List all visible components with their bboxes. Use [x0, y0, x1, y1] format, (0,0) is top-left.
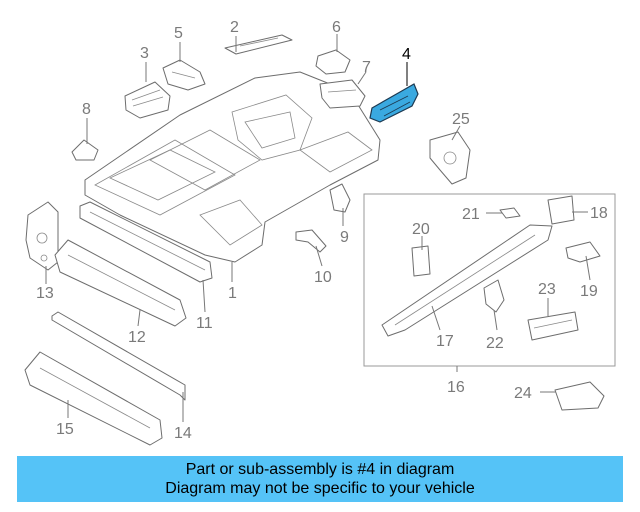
callout-10: 10: [314, 269, 332, 286]
part-17-sill: [381, 224, 553, 337]
callout-8: 8: [82, 101, 91, 118]
callout-7: 7: [362, 59, 371, 76]
part-7-bracket: [319, 79, 366, 109]
callout-22: 22: [486, 335, 504, 352]
part-3-panel: [124, 81, 171, 119]
callout-2: 2: [230, 19, 239, 36]
callout-23: 23: [538, 281, 556, 298]
part-18-bracket: [547, 195, 575, 225]
part-19-bracket: [565, 241, 601, 263]
callout-1: 1: [228, 285, 237, 302]
part-11-crossmember: [79, 201, 213, 283]
part-25-bracket: [429, 131, 471, 185]
callout-17: 17: [436, 333, 454, 350]
part-20-bracket: [411, 245, 431, 277]
banner-line-1: Part or sub-assembly is #4 in diagram: [185, 461, 455, 478]
callout-14: 14: [174, 425, 192, 442]
leader-lines: [45, 34, 591, 422]
part-23-bracket: [527, 311, 579, 341]
info-banner: Part or sub-assembly is #4 in diagram Di…: [17, 456, 623, 502]
group-16-box: [363, 193, 616, 367]
callout-19: 19: [580, 283, 598, 300]
callout-21: 21: [462, 206, 480, 223]
part-9-bracket: [329, 183, 351, 213]
callout-13: 13: [36, 285, 54, 302]
callouts: 1 2 3 4 5 6 7 8 9 10 11 12 13 14 15 16 1…: [36, 19, 608, 442]
part-21-clip: [499, 207, 521, 219]
part-12-sill: [54, 239, 187, 327]
part-10-bracket: [295, 229, 327, 253]
part-6-bracket: [315, 49, 351, 75]
part-15-member: [24, 351, 163, 446]
callout-6: 6: [332, 19, 341, 36]
callout-5: 5: [174, 25, 183, 42]
callout-11: 11: [196, 315, 213, 332]
part-5-panel: [162, 59, 206, 91]
callout-16: 16: [447, 379, 465, 396]
part-2-bracket: [224, 34, 293, 55]
callout-3: 3: [140, 45, 149, 62]
part-8-bracket: [71, 139, 99, 161]
part-24-bracket: [554, 381, 605, 411]
part-13-panel: [25, 201, 59, 271]
callout-20: 20: [412, 221, 430, 238]
callout-15: 15: [56, 421, 74, 438]
callout-9: 9: [340, 229, 349, 246]
callout-18: 18: [590, 205, 608, 222]
part-22-bracket: [483, 279, 505, 313]
callout-12: 12: [128, 329, 146, 346]
callout-25: 25: [452, 111, 470, 128]
part-14-rod: [51, 311, 186, 401]
part-4-highlighted: [369, 83, 419, 123]
callout-4: 4: [402, 46, 411, 63]
banner-line-2: Diagram may not be specific to your vehi…: [165, 480, 475, 497]
callout-24: 24: [514, 385, 532, 402]
part-1-floor-pan: [84, 71, 381, 263]
